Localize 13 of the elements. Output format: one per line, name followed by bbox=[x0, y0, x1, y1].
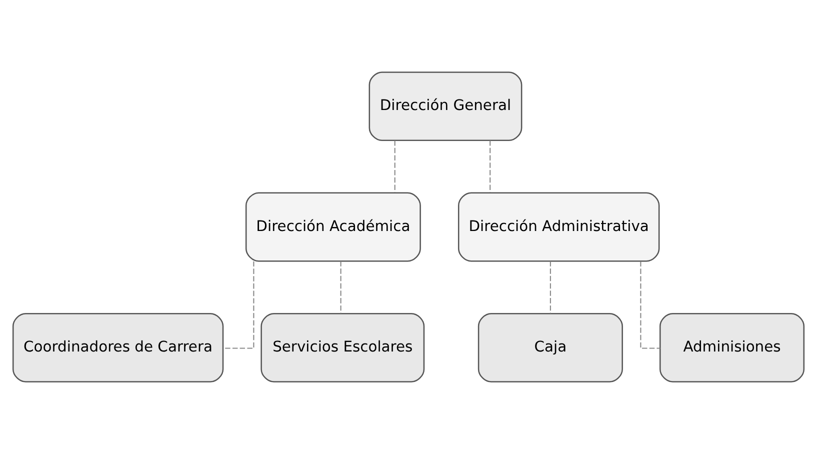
connector bbox=[640, 260, 660, 348]
connector bbox=[490, 140, 491, 192]
connector bbox=[394, 140, 396, 192]
node-box: Coordinadores de Carrera bbox=[12, 312, 224, 382]
node-box: Caja bbox=[478, 312, 623, 382]
connector bbox=[550, 260, 551, 313]
connector bbox=[223, 260, 254, 348]
node-box: Dirección Administrativa bbox=[458, 192, 660, 262]
node-box: Dirección Académica bbox=[245, 192, 421, 262]
node-box: Dirección General bbox=[368, 71, 522, 141]
node-box: Servicios Escolares bbox=[260, 312, 425, 382]
connector bbox=[340, 260, 342, 313]
node-box: Adminisiones bbox=[660, 312, 805, 382]
